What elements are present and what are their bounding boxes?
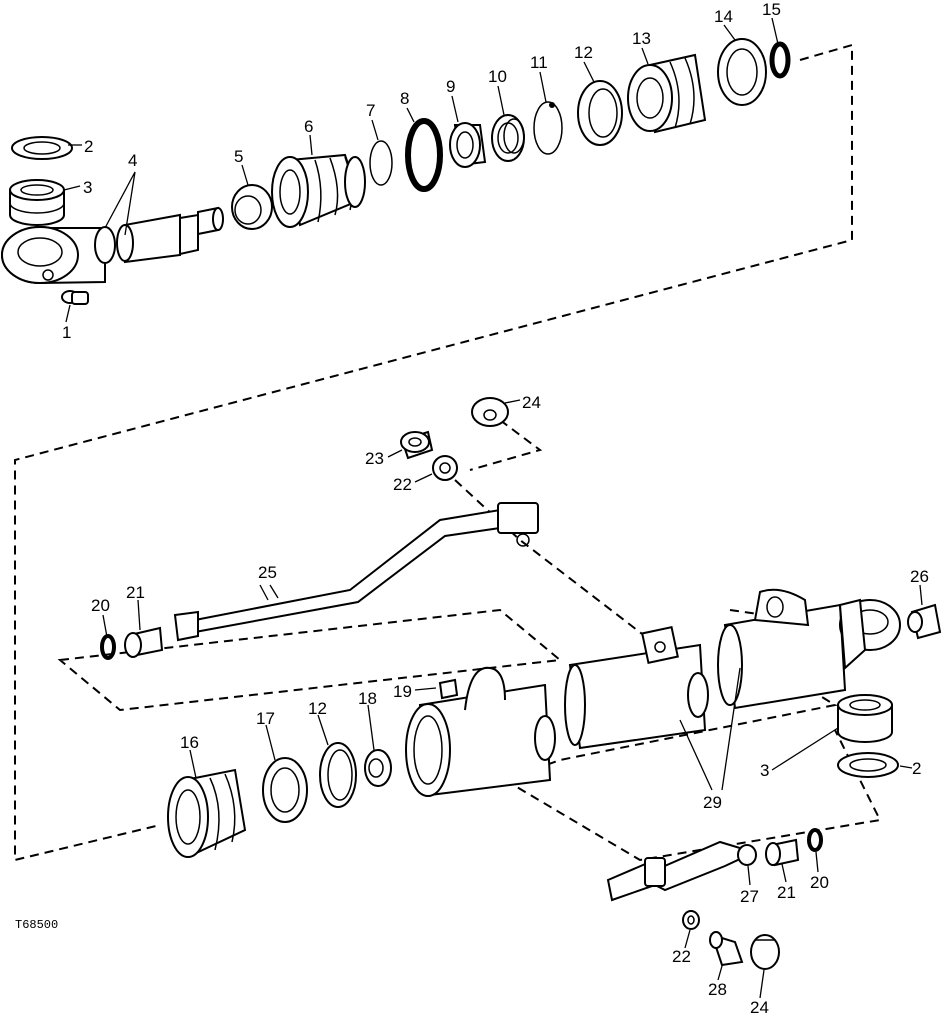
callout-2-right: 2 bbox=[912, 759, 921, 778]
figure-id: T68500 bbox=[15, 918, 58, 932]
part-7-backup-ring bbox=[369, 140, 393, 186]
part-3-bushing-right bbox=[837, 694, 893, 743]
callout-17: 17 bbox=[256, 709, 275, 728]
part-20-oring-right bbox=[807, 828, 823, 852]
callout-12: 12 bbox=[574, 43, 593, 62]
callout-16: 16 bbox=[180, 733, 199, 752]
callout-15: 15 bbox=[762, 0, 781, 19]
part-24-nut-top bbox=[471, 397, 509, 427]
callout-24-top: 24 bbox=[522, 393, 541, 412]
callout-19: 19 bbox=[393, 682, 412, 701]
part-20-oring-left bbox=[100, 634, 116, 660]
part-23-spacer bbox=[400, 430, 434, 460]
callout-20-right: 20 bbox=[810, 873, 829, 892]
part-29-cylinder-barrel bbox=[405, 588, 901, 797]
part-15-washer bbox=[769, 41, 791, 79]
part-2-wiper bbox=[11, 136, 73, 160]
part-9-wear-ring bbox=[449, 122, 487, 168]
callout-22-bottom: 22 bbox=[672, 947, 691, 966]
part-25-tube bbox=[173, 502, 539, 642]
callout-3: 3 bbox=[83, 178, 92, 197]
leader-lines bbox=[63, 17, 923, 999]
callout-25: 25 bbox=[258, 563, 277, 582]
callout-2: 2 bbox=[84, 137, 93, 156]
callout-26: 26 bbox=[910, 567, 929, 586]
part-26-elbow bbox=[907, 603, 942, 640]
callout-21-left: 21 bbox=[126, 583, 145, 602]
callout-6: 6 bbox=[304, 117, 313, 136]
callout-7: 7 bbox=[366, 101, 375, 120]
callout-29: 29 bbox=[703, 793, 722, 812]
part-22-washer-bottom bbox=[682, 910, 700, 930]
part-21-connector-left bbox=[124, 626, 164, 658]
part-8-seal-ring bbox=[405, 118, 443, 192]
callout-14: 14 bbox=[714, 7, 733, 26]
part-13-gland bbox=[627, 53, 707, 134]
part-28-elbow bbox=[709, 931, 744, 967]
callout-1: 1 bbox=[62, 323, 71, 342]
part-16-gland bbox=[167, 768, 247, 858]
part-5-nut bbox=[231, 184, 273, 230]
callout-4: 4 bbox=[128, 151, 137, 170]
part-1-grease-fitting bbox=[61, 290, 89, 305]
part-22-washer-top bbox=[432, 455, 458, 481]
part-3-bushing bbox=[9, 179, 65, 226]
part-4-piston-rod bbox=[1, 206, 224, 284]
callout-11: 11 bbox=[530, 53, 548, 72]
callout-13: 13 bbox=[632, 29, 651, 48]
callout-12-lower: 12 bbox=[308, 699, 327, 718]
callout-24-bottom: 24 bbox=[750, 998, 769, 1017]
part-27-tube-lower bbox=[606, 840, 757, 902]
part-19-grease-fitting bbox=[438, 678, 459, 700]
part-2-wiper-right bbox=[837, 752, 899, 778]
callout-3-right: 3 bbox=[760, 761, 769, 780]
part-17-ring bbox=[262, 757, 308, 823]
part-21-connector-right bbox=[765, 838, 800, 867]
callout-20-left: 20 bbox=[91, 596, 110, 615]
part-12-ring-lower bbox=[319, 742, 357, 808]
part-18-nut bbox=[364, 749, 392, 787]
part-6-piston bbox=[271, 153, 366, 228]
part-12-ring bbox=[577, 80, 623, 146]
part-24-nut-bottom bbox=[750, 934, 780, 970]
callout-5: 5 bbox=[234, 147, 243, 166]
callout-21-right: 21 bbox=[777, 883, 796, 902]
callout-labels: 1 2 3 4 5 6 7 8 9 10 11 12 13 14 15 24 2… bbox=[15, 0, 929, 1017]
part-10-seal bbox=[491, 114, 525, 162]
callout-23: 23 bbox=[365, 449, 384, 468]
callout-8: 8 bbox=[400, 89, 409, 108]
callout-9: 9 bbox=[446, 77, 455, 96]
callout-10: 10 bbox=[488, 67, 507, 86]
part-14-bushing bbox=[717, 38, 767, 106]
callout-22-top: 22 bbox=[393, 475, 412, 494]
callout-27: 27 bbox=[740, 887, 759, 906]
callout-28: 28 bbox=[708, 980, 727, 999]
callout-18: 18 bbox=[358, 689, 377, 708]
part-11-snap-ring bbox=[533, 101, 563, 155]
